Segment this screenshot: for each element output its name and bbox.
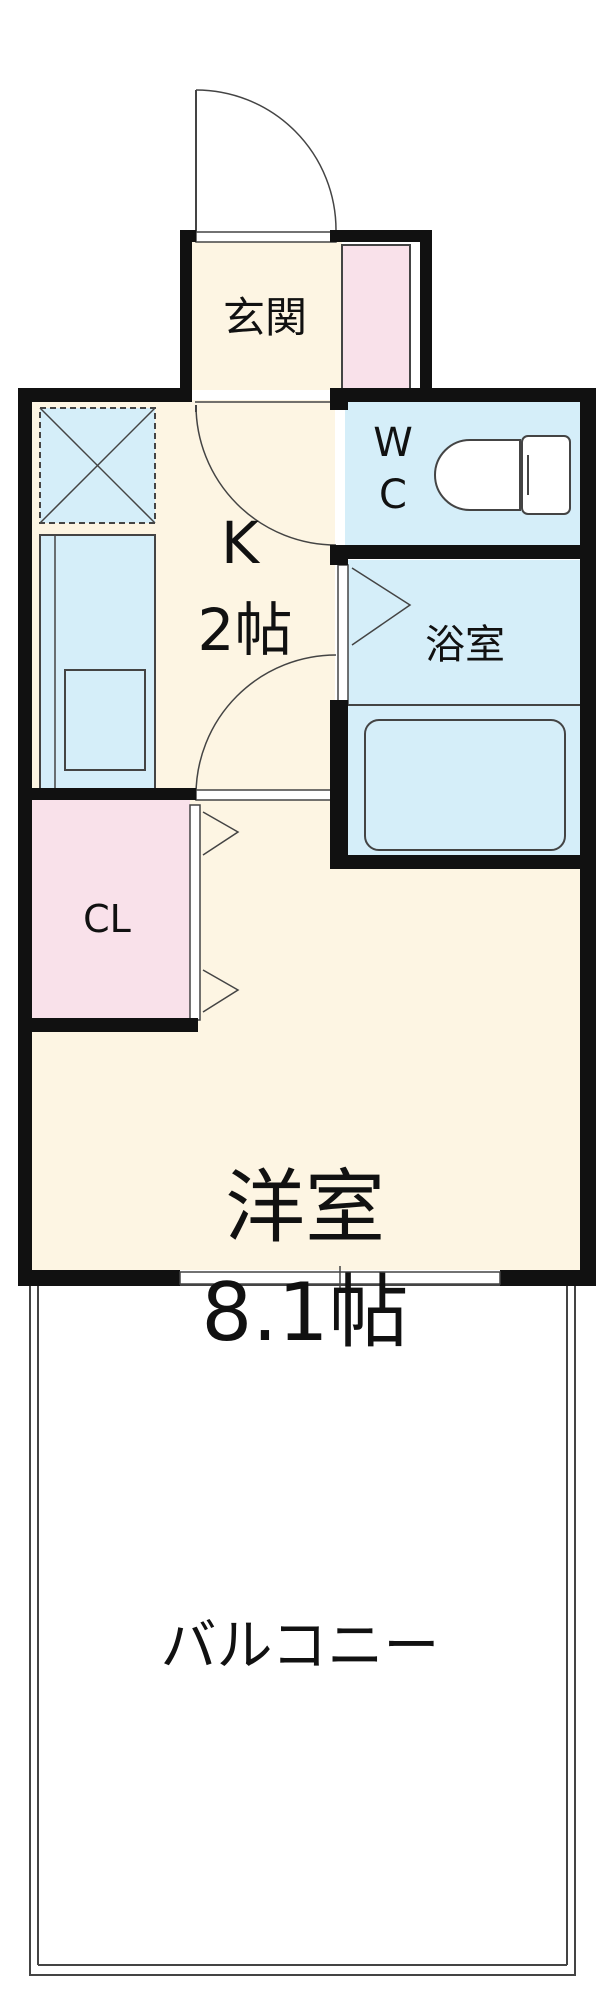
bathtub [364,719,566,851]
room-door-threshold [195,789,337,801]
bath-label: 浴室 [425,622,505,668]
western-room-mid [190,870,585,1030]
shoe-cabinet [341,244,411,391]
room-door-swing [195,654,337,796]
wc-label-c: C [379,472,407,518]
balcony-label: バルコニー [161,1614,440,1679]
walls [18,230,596,1286]
wc-label-w: W [373,420,413,466]
entrance-door-swing [195,89,337,231]
toilet-tank [521,435,571,515]
wc-door-swing [195,404,337,546]
fridge-cross-b [39,407,156,524]
sink [64,669,146,771]
western-room-size-label: 8.1帖 [201,1266,408,1359]
western-room-name-label: 洋室 [225,1161,385,1254]
toilet-bowl [434,439,521,511]
kitchen-size-label: 2帖 [198,596,293,664]
closet-door-jamb [189,804,201,1021]
entrance-label: 玄関 [223,293,307,342]
balcony-outline [29,1284,576,1976]
closet-floor-top [30,800,190,1025]
bath-door-jamb [337,564,349,706]
entrance-threshold [195,231,337,243]
kitchen-name-label: K [221,509,261,577]
closet-door-fold-bottom [202,969,240,1013]
bath-door-fold [351,567,412,646]
entrance-floor [190,240,342,390]
closet-door-fold-top [202,811,240,856]
closet-label: CL [83,897,131,941]
western-room-lower [30,1025,585,1270]
